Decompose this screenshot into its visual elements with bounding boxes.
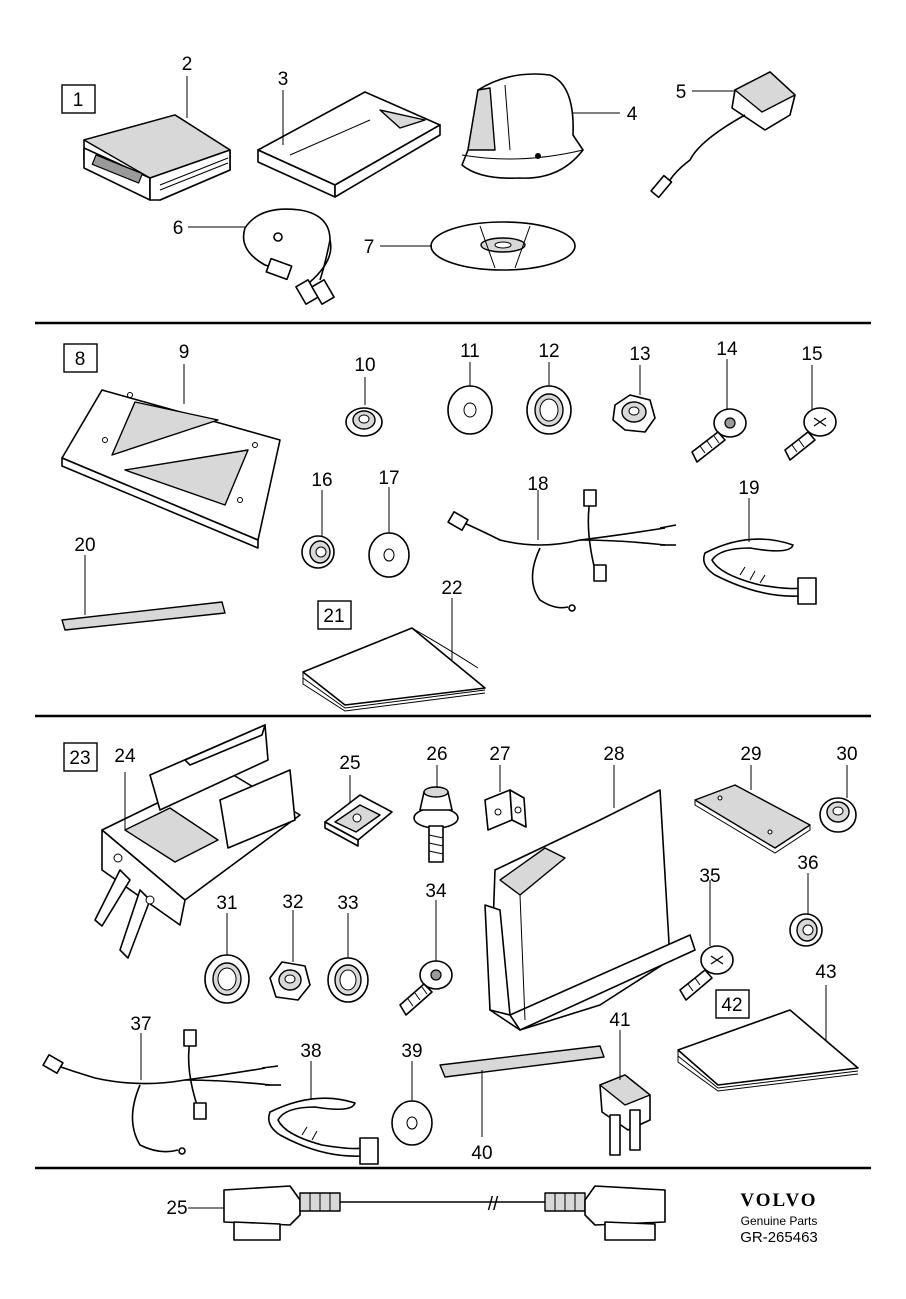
part-40-strip: [439, 1045, 605, 1078]
kit-box-8: 8: [63, 343, 98, 373]
label-27: 27: [489, 744, 510, 765]
part-26-bolt: [413, 786, 459, 863]
part-39-washer: [391, 1100, 433, 1146]
label-38: 38: [300, 1041, 321, 1062]
part-31-grommet: [204, 954, 250, 1004]
part-27-angle: [484, 789, 527, 831]
part-22-booklet: [302, 627, 486, 712]
part-2-amplifier: [83, 114, 231, 201]
part-5-adapter: [650, 71, 796, 199]
label-13: 13: [629, 344, 650, 365]
svg-text:42: 42: [721, 995, 742, 1016]
label-12: 12: [538, 341, 559, 362]
svg-text:8: 8: [75, 349, 86, 370]
label-9: 9: [179, 342, 190, 363]
label-43: 43: [815, 962, 836, 983]
label-detail-25: 25: [166, 1198, 187, 1219]
label-25: 25: [339, 753, 360, 774]
label-31: 31: [216, 893, 237, 914]
label-24: 24: [114, 746, 136, 767]
svg-text:1: 1: [73, 90, 84, 111]
kit-box-42: 42: [715, 989, 750, 1019]
part-30-nut: [819, 797, 857, 833]
part-14-screw: [691, 408, 747, 463]
label-34: 34: [425, 881, 447, 902]
part-6-cable: [242, 208, 335, 305]
label-19: 19: [738, 478, 759, 499]
label-40: 40: [471, 1143, 492, 1164]
part-35-screw: [679, 945, 734, 1001]
volvo-logo: VOLVO: [740, 1190, 818, 1211]
label-35: 35: [699, 866, 720, 887]
label-11: 11: [460, 341, 480, 362]
kit-box-1: 1: [61, 84, 96, 114]
part-38-cable-tie: [267, 1097, 379, 1165]
label-3: 3: [278, 69, 289, 90]
label-36: 36: [797, 853, 818, 874]
brand-block: VOLVO Genuine Parts GR-265463: [724, 1190, 834, 1246]
part-7-disc: [430, 221, 576, 271]
label-7: 7: [364, 237, 375, 258]
part-4-receiver: [461, 73, 584, 180]
label-30: 30: [836, 744, 857, 765]
label-22: 22: [441, 578, 462, 599]
label-26: 26: [426, 744, 447, 765]
part-13-nut: [612, 394, 656, 433]
part-34-screw: [399, 960, 453, 1016]
label-41: 41: [609, 1010, 630, 1031]
part-36-nut: [789, 913, 823, 947]
label-20: 20: [74, 535, 95, 556]
part-33-grommet: [327, 957, 369, 1003]
part-3-module: [257, 91, 441, 198]
label-14: 14: [716, 339, 738, 360]
label-15: 15: [801, 344, 822, 365]
label-17: 17: [378, 468, 399, 489]
part-25-clip: [324, 794, 393, 847]
label-6: 6: [173, 218, 184, 239]
label-37: 37: [130, 1014, 151, 1035]
part-43-booklet: [677, 1009, 859, 1092]
label-32: 32: [282, 892, 303, 913]
svg-text:21: 21: [323, 606, 344, 627]
label-10: 10: [354, 355, 375, 376]
diagram-code: GR-265463: [740, 1229, 818, 1246]
label-28: 28: [603, 744, 624, 765]
kit-box-23: 23: [63, 742, 98, 772]
svg-text:23: 23: [69, 748, 90, 769]
break-mark: //: [488, 1194, 499, 1215]
part-15-screw: [784, 407, 837, 461]
label-5: 5: [676, 82, 687, 103]
part-17-washer: [368, 532, 410, 578]
label-29: 29: [740, 744, 761, 765]
part-41-fuse: [599, 1074, 651, 1156]
part-11-washer: [447, 385, 493, 435]
part-9-plate: [61, 389, 281, 549]
kit-box-21: 21: [317, 600, 352, 630]
part-28-panel: [484, 789, 696, 1031]
part-18-harness: [447, 489, 677, 612]
part-24-bracket: [94, 724, 301, 959]
part-16-nut: [301, 535, 335, 569]
label-2: 2: [182, 54, 193, 75]
label-16: 16: [311, 470, 332, 491]
part-32-nut: [269, 961, 311, 1001]
label-18: 18: [527, 474, 548, 495]
part-29-plate: [694, 784, 811, 854]
part-10-nut: [345, 407, 383, 437]
label-4: 4: [627, 104, 638, 125]
part-12-grommet: [526, 385, 572, 435]
part-37-harness: [42, 1029, 281, 1155]
label-39: 39: [401, 1041, 422, 1062]
part-25-detail-cable: [223, 1185, 666, 1241]
brand-subtitle: Genuine Parts: [740, 1214, 818, 1228]
part-20-strip: [61, 601, 226, 631]
part-19-cable-tie: [702, 538, 817, 605]
label-33: 33: [337, 893, 358, 914]
